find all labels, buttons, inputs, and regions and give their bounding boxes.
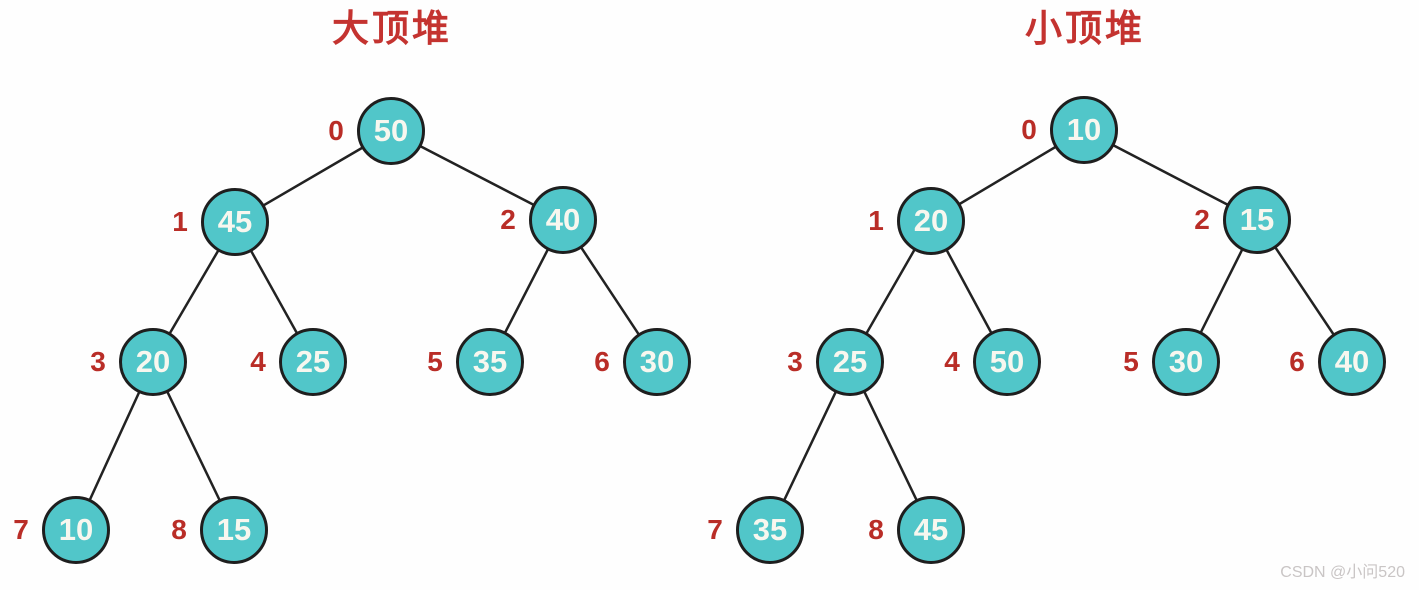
max-heap-node-1: 45	[201, 188, 269, 256]
max-heap-node-7: 10	[42, 496, 110, 564]
max-heap-index-8: 8	[171, 514, 187, 545]
min-heap-index-5: 5	[1123, 346, 1139, 377]
min-heap-node-4: 50	[973, 328, 1041, 396]
min-heap-index-8: 8	[868, 514, 884, 545]
max-heap-index-4: 4	[250, 346, 266, 377]
min-heap-node-6: 40	[1318, 328, 1386, 396]
min-heap-node-5: 30	[1152, 328, 1220, 396]
max-heap-index-3: 3	[90, 346, 106, 377]
max-heap-index-7: 7	[13, 514, 29, 545]
min-heap-node-3: 25	[816, 328, 884, 396]
max-heap-node-6: 30	[623, 328, 691, 396]
min-heap-index-3: 3	[787, 346, 803, 377]
max-heap-node-8: 15	[200, 496, 268, 564]
max-heap-index-5: 5	[427, 346, 443, 377]
max-heap-index-0: 0	[328, 115, 344, 146]
max-heap-node-0: 50	[357, 97, 425, 165]
max-heap-index-6: 6	[594, 346, 610, 377]
min-heap-node-0: 10	[1050, 96, 1118, 164]
min-heap-index-7: 7	[707, 514, 723, 545]
min-heap-node-7: 35	[736, 496, 804, 564]
max-heap-node-3: 20	[119, 328, 187, 396]
min-heap-index-2: 2	[1194, 204, 1210, 235]
watermark: CSDN @小问520	[1280, 564, 1405, 581]
max-heap-node-4: 25	[279, 328, 347, 396]
max-heap-node-2: 40	[529, 186, 597, 254]
min-heap-title: 小顶堆	[1025, 8, 1145, 49]
max-heap-index-1: 1	[172, 206, 188, 237]
min-heap-index-0: 0	[1021, 114, 1037, 145]
max-heap-node-5: 35	[456, 328, 524, 396]
max-heap-index-2: 2	[500, 204, 516, 235]
min-heap-index-6: 6	[1289, 346, 1305, 377]
min-heap-node-8: 45	[897, 496, 965, 564]
min-heap-node-1: 20	[897, 187, 965, 255]
max-heap-title: 大顶堆	[332, 8, 452, 49]
min-heap-node-2: 15	[1223, 186, 1291, 254]
min-heap-index-1: 1	[868, 205, 884, 236]
min-heap-index-4: 4	[944, 346, 960, 377]
